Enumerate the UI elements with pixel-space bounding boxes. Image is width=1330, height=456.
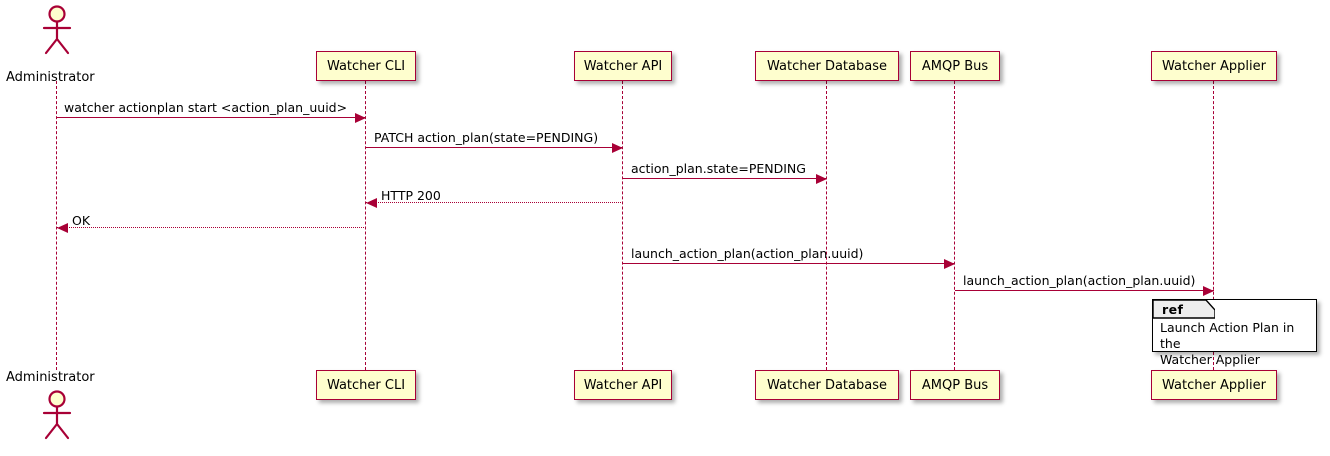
actor-label-administrator-head: Administrator	[6, 70, 95, 85]
lifeline-watcher-api	[622, 81, 623, 370]
participant-watcher-cli-head[interactable]: Watcher CLI	[316, 51, 416, 81]
message-line-msg-3	[623, 178, 827, 179]
lifeline-watcher-cli	[365, 81, 366, 370]
message-label-msg-5: OK	[72, 213, 91, 228]
message-arrowhead-msg-7	[1203, 285, 1214, 296]
participant-watcher-cli-foot[interactable]: Watcher CLI	[316, 370, 416, 400]
participant-watcher-database-foot[interactable]: Watcher Database	[755, 370, 899, 400]
ref-tab-text: ref	[1162, 301, 1184, 317]
message-label-msg-1: watcher actionplan start <action_plan_uu…	[64, 100, 348, 115]
ref-tab-label: ref	[1153, 300, 1215, 318]
message-label-msg-7: launch_action_plan(action_plan.uuid)	[963, 273, 1196, 288]
participant-watcher-api-foot[interactable]: Watcher API	[574, 370, 672, 400]
message-line-msg-4	[366, 202, 623, 203]
message-label-msg-4: HTTP 200	[381, 188, 441, 203]
message-line-msg-1	[57, 117, 366, 118]
message-arrowhead-msg-6	[944, 258, 955, 269]
message-arrowhead-msg-2	[612, 142, 623, 153]
message-label-msg-6: launch_action_plan(action_plan.uuid)	[631, 246, 864, 261]
ref-body-text: Launch Action Plan in the Watcher Applie…	[1160, 320, 1295, 367]
actor-figure-icon	[42, 390, 72, 440]
participant-watcher-applier-head[interactable]: Watcher Applier	[1151, 51, 1277, 81]
participant-amqp-bus-head[interactable]: AMQP Bus	[910, 51, 1000, 81]
message-line-msg-5	[57, 227, 366, 228]
message-label-msg-2: PATCH action_plan(state=PENDING)	[374, 130, 599, 145]
lifeline-administrator	[56, 81, 57, 370]
participant-amqp-bus-foot[interactable]: AMQP Bus	[910, 370, 1000, 400]
actor-administrator-head	[37, 5, 77, 59]
message-line-msg-2	[366, 147, 623, 148]
actor-label-administrator-foot: Administrator	[6, 370, 95, 385]
participant-watcher-api-head[interactable]: Watcher API	[574, 51, 672, 81]
participant-watcher-database-head[interactable]: Watcher Database	[755, 51, 899, 81]
message-arrowhead-msg-1	[355, 112, 366, 123]
actor-administrator-foot	[37, 390, 77, 444]
message-line-msg-7	[955, 290, 1214, 291]
actor-figure-icon	[42, 5, 72, 55]
lifeline-watcher-applier	[1213, 81, 1214, 370]
lifeline-watcher-database	[826, 81, 827, 370]
participant-watcher-applier-foot[interactable]: Watcher Applier	[1151, 370, 1277, 400]
message-arrowhead-msg-5	[57, 222, 68, 233]
message-line-msg-6	[623, 263, 955, 264]
ref-tab-shape-icon	[1153, 300, 1215, 319]
message-arrowhead-msg-3	[816, 173, 827, 184]
message-label-msg-3: action_plan.state=PENDING	[631, 161, 806, 176]
message-arrowhead-msg-4	[366, 197, 377, 208]
lifeline-amqp-bus	[954, 81, 955, 370]
